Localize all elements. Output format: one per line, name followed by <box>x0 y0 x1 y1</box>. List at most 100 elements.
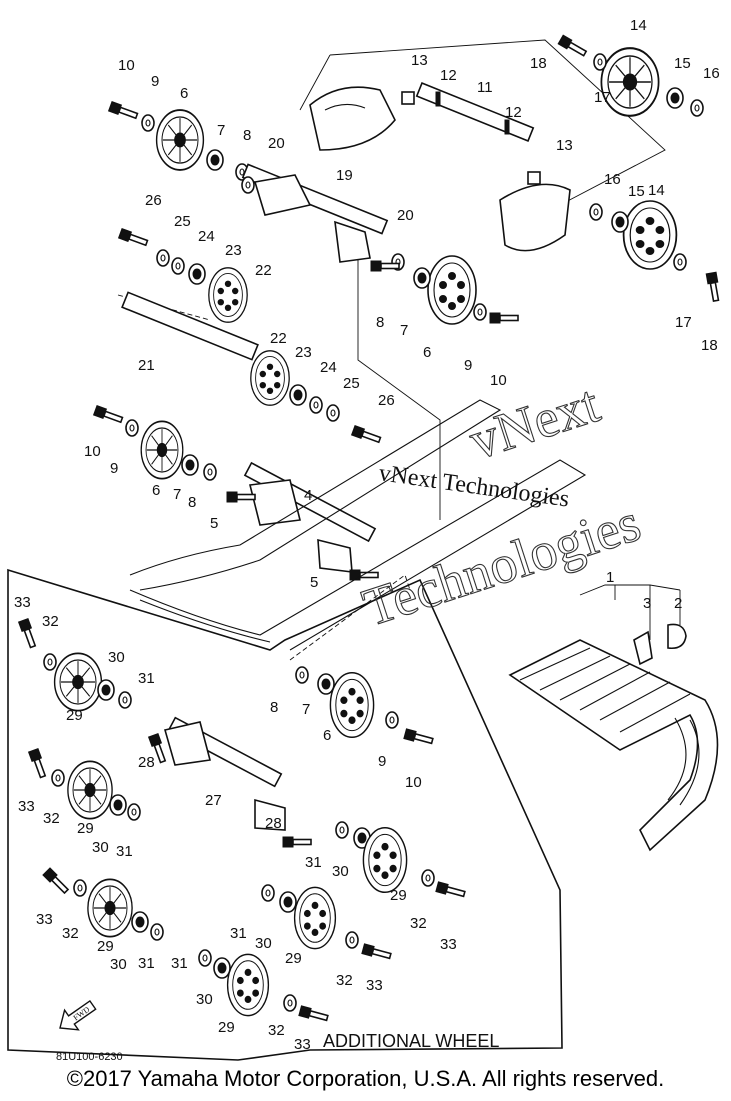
bolt-28-b <box>282 836 312 848</box>
callout-33d: 33 <box>36 911 53 928</box>
callout-22b: 22 <box>270 330 287 347</box>
rear-axle-shaft <box>415 81 535 143</box>
watermark-text: vNext Technologies <box>377 460 571 512</box>
callout-29f: 29 <box>218 1019 235 1036</box>
washer-9-front <box>125 419 139 437</box>
upper-pivot-assembly <box>107 100 519 520</box>
circlip-24-lower <box>309 396 323 414</box>
bearing-23-upper <box>188 263 206 285</box>
bolt-26-lower <box>350 424 383 446</box>
bearing-15-right <box>611 211 629 233</box>
callout-33c: 33 <box>440 936 457 953</box>
bearing-30-d <box>131 911 149 933</box>
callout-6c: 6 <box>152 482 160 499</box>
bearing-15-top <box>666 87 684 109</box>
collar-13 <box>401 91 415 105</box>
bolt-33-c <box>435 881 467 900</box>
callout-29c: 29 <box>390 887 407 904</box>
circlip-31-e <box>261 884 275 902</box>
bolt-18-top <box>557 34 589 59</box>
washer-32-e <box>345 931 359 949</box>
watermark: vNext Technologies vNext Technologies <box>355 373 648 639</box>
bolt-33-e <box>361 943 393 962</box>
bolt-10-front <box>92 404 125 426</box>
wheel-6-front <box>140 420 184 480</box>
additional-wheel-label: ADDITIONAL WHEEL <box>323 1031 499 1051</box>
circlip-24-upper <box>171 257 185 275</box>
bearing-7-front <box>181 454 199 476</box>
bolt-18-right <box>705 271 722 303</box>
callout-6b: 6 <box>423 344 431 361</box>
callout-33a: 33 <box>14 594 31 611</box>
wheel-29-b <box>67 760 113 820</box>
washer-32-f <box>283 994 297 1012</box>
wheel-29-a <box>53 652 103 712</box>
slide-rails <box>129 399 587 651</box>
callout-20b: 20 <box>397 207 414 224</box>
callout-31f: 31 <box>171 955 188 972</box>
callout-24a: 24 <box>198 228 215 245</box>
callout-32b: 32 <box>43 810 60 827</box>
callout-30b: 30 <box>92 839 109 856</box>
callout-15a: 15 <box>674 55 691 72</box>
callout-9c: 9 <box>110 460 118 477</box>
callout-30d: 30 <box>110 956 127 973</box>
watermark-outline-technologies: Technologies <box>356 492 648 638</box>
callout-32e: 32 <box>336 972 353 989</box>
circlip-31-b <box>127 803 141 821</box>
seal-8-lower <box>295 666 309 684</box>
bolt-33-b <box>27 747 49 780</box>
callout-2: 2 <box>674 595 682 612</box>
washer-9-upper <box>141 114 155 132</box>
callout-8d: 8 <box>270 699 278 716</box>
callout-12a: 12 <box>440 67 457 84</box>
bolt-10-mid <box>489 312 519 324</box>
callout-31b: 31 <box>116 843 133 860</box>
rear-axle-assembly <box>299 34 722 303</box>
callout-14a: 14 <box>630 17 647 34</box>
callout-6a: 6 <box>180 85 188 102</box>
callout-28a: 28 <box>138 754 155 771</box>
washer-25-lower <box>326 404 340 422</box>
callout-30f: 30 <box>196 991 213 1008</box>
callout-7d: 7 <box>302 701 310 718</box>
callout-11: 11 <box>477 79 493 96</box>
callout-4: 4 <box>304 487 312 504</box>
circlip-31-f <box>198 949 212 967</box>
bearing-30-a <box>97 679 115 701</box>
washer-32-d <box>73 879 87 897</box>
callout-29b: 29 <box>77 820 94 837</box>
callout-10c: 10 <box>84 443 101 460</box>
bolt-26-upper <box>117 227 150 249</box>
callout-9a: 9 <box>151 73 159 90</box>
bolt-33-f <box>298 1005 330 1024</box>
front-arm-assembly <box>92 399 587 747</box>
rear-bracket-left <box>309 86 396 151</box>
washer-17-top <box>593 53 607 71</box>
callout-9b: 9 <box>464 357 472 374</box>
fwd-arrow-icon: FWD <box>59 999 97 1031</box>
callout-15b: 15 <box>628 183 645 200</box>
callout-33f: 33 <box>294 1036 311 1053</box>
bearing-30-e <box>279 891 297 913</box>
bearing-7-mid <box>413 267 431 289</box>
collar-20-left <box>241 176 255 194</box>
bearing-23-lower <box>289 384 307 406</box>
callout-3: 3 <box>643 595 651 612</box>
track-belt-1 <box>508 639 719 852</box>
washer-32-b <box>51 769 65 787</box>
callout-5a: 5 <box>210 515 218 532</box>
callout-31c: 31 <box>305 854 322 871</box>
callout-12b: 12 <box>505 104 522 121</box>
callout-18b: 18 <box>701 337 718 354</box>
callout-32d: 32 <box>62 925 79 942</box>
callout-29e: 29 <box>285 950 302 967</box>
callout-13a: 13 <box>411 52 428 69</box>
callout-31a: 31 <box>138 670 155 687</box>
wheel-6-lower <box>329 671 375 739</box>
track-clip-3 <box>633 630 653 666</box>
callout-32f: 32 <box>268 1022 285 1039</box>
bolt-10-upper <box>107 100 140 122</box>
callout-32a: 32 <box>42 613 59 630</box>
